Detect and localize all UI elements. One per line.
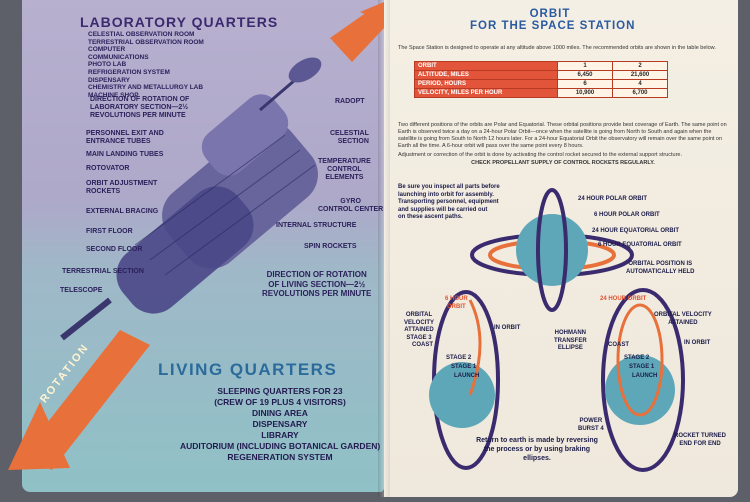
lab-room: CHEMISTRY AND METALLURGY LAB [88, 84, 204, 92]
six-hour-orbit-label: 6 HOUR ORBIT [445, 296, 468, 310]
orbital-velocity-right-label: ORBITAL VELOCITY ATTAINED [654, 312, 712, 326]
row-label: ORBIT [414, 61, 558, 71]
living-item: REGENERATION SYSTEM [227, 452, 333, 462]
table-row: ORBIT 1 2 [414, 61, 668, 71]
table-row: ALTITUDE, MILES 6,450 21,600 [414, 70, 668, 80]
lab-room: PHOTO LAB [88, 61, 127, 69]
space-station-illustration [60, 57, 322, 341]
rocket-turned-label: ROCKET TURNED END FOR END [674, 433, 726, 447]
orbit-intro: The Space Station is designed to operate… [398, 45, 716, 51]
inspect-note: Be sure you inspect all parts before lau… [398, 184, 500, 220]
row-label: ALTITUDE, MILES [414, 70, 558, 80]
living-quarters-title: LIVING QUARTERS [158, 360, 338, 379]
spin-rockets-label: SPIN ROCKETS [304, 243, 357, 250]
booklet-spine [378, 0, 390, 497]
personnel-exit-label: PERSONNEL EXIT AND ENTRANCE TUBES [86, 130, 164, 145]
coast-left-label: COAST [412, 342, 433, 348]
orbit-title: ORBIT FOR THE SPACE STATION [470, 8, 636, 32]
orbit-1-value: 10,900 [557, 88, 613, 98]
hohmann-label: HOHMANN TRANSFER ELLIPSE [554, 330, 587, 351]
living-quarters-list: SLEEPING QUARTERS FOR 23 (CREW OF 19 PLU… [180, 386, 380, 463]
first-floor-label: FIRST FLOOR [86, 228, 133, 235]
telescope-label: TELESCOPE [60, 287, 103, 294]
living-item: DINING AREA [252, 408, 308, 418]
orbital-velocity-left-label: ORBITAL VELOCITY ATTAINED STAGE 3 [404, 312, 435, 341]
table-row: PERIOD, HOURS 6 4 [414, 79, 668, 89]
orbit-1-value: 6,450 [557, 70, 613, 80]
stages-right-label: STAGE 2 STAGE 1 LAUNCH [624, 355, 658, 379]
ascent-diagram-left [429, 290, 500, 470]
in-orbit-right-label: IN ORBIT [684, 340, 711, 346]
arrow-head-bottom [8, 402, 70, 470]
main-landing-tubes-label: MAIN LANDING TUBES [86, 151, 164, 158]
lab-room: TERRESTRIAL OBSERVATION ROOM [88, 38, 204, 46]
label-6h-equatorial: 6 HOUR EQUATORIAL ORBIT [598, 242, 682, 248]
para-check-propellant: CHECK PROPELLANT SUPPLY OF CONTROL ROCKE… [471, 160, 655, 166]
external-bracing-label: EXTERNAL BRACING [86, 208, 159, 215]
orbital-position-note: ORBITAL POSITION IS AUTOMATICALLY HELD [626, 261, 695, 275]
coast-right-label: COAST [608, 342, 629, 348]
lab-room: CELESTIAL OBSERVATION ROOM [88, 31, 195, 38]
return-note: Return to earth is made by reversing the… [476, 437, 598, 462]
twenty-four-hour-orbit-label: 24 HOUR ORBIT [600, 296, 647, 302]
laboratory-quarters-title: LABORATORY QUARTERS [80, 14, 279, 30]
lab-room: DISPENSARY [88, 76, 131, 84]
lab-room: MACHINE SHOP [88, 91, 139, 99]
arrow-head-top [360, 2, 384, 22]
in-orbit-left-label: IN ORBIT [494, 325, 521, 331]
rotovator-label: ROTOVATOR [86, 165, 130, 172]
second-floor-label: SECOND FLOOR [86, 246, 143, 253]
orbit-body-text: Two different positions of the orbits ar… [398, 122, 728, 167]
orbit-2-value: 21,600 [612, 70, 668, 80]
radopt-label: RADOPT [335, 98, 365, 105]
para-adjustment: Adjustment or correction of the orbit is… [398, 152, 683, 158]
orbit-2-value: 2 [612, 61, 668, 71]
living-item: AUDITORIUM (INCLUDING BOTANICAL GARDEN) [180, 441, 381, 451]
lab-rooms-list: CELESTIAL OBSERVATION ROOM TERRESTRIAL O… [88, 31, 204, 99]
row-label: VELOCITY, MILES PER HOUR [414, 88, 558, 98]
rotation-arrow-top [330, 10, 384, 62]
living-item: DISPENSARY [252, 419, 308, 429]
orbit-diagram-top [470, 188, 634, 312]
orbit-2-value: 6,700 [612, 88, 668, 98]
orbit-adjustment-label: ORBIT ADJUSTMENT ROCKETS [86, 180, 158, 195]
living-item: LIBRARY [261, 430, 299, 440]
orbit-1-value: 6 [557, 79, 613, 89]
orbit-1-value: 1 [557, 61, 613, 71]
label-24h-equatorial: 24 HOUR EQUATORIAL ORBIT [592, 228, 680, 234]
terrestrial-section-label: TERRESTRIAL SECTION [62, 268, 144, 275]
living-item: SLEEPING QUARTERS FOR 23 [217, 386, 343, 396]
living-item: (CREW OF 19 PLUS 4 VISITORS) [214, 397, 346, 407]
lab-room: COMMUNICATIONS [88, 53, 149, 61]
temperature-control-label: TEMPERATURE CONTROL ELEMENTS [318, 158, 371, 181]
row-label: PERIOD, HOURS [414, 79, 558, 89]
internal-structure-label: INTERNAL STRUCTURE [276, 222, 357, 229]
gyro-control-label: GYRO CONTROL CENTER [318, 198, 384, 213]
direction-rotation-lab-label: DIRECTION OF ROTATION OF LABORATORY SECT… [90, 96, 190, 119]
label-24h-polar: 24 HOUR POLAR ORBIT [578, 196, 648, 202]
orbit-2-value: 4 [612, 79, 668, 89]
lab-room: COMPUTER [88, 46, 126, 54]
stages-left-label: STAGE 2 STAGE 1 LAUNCH [446, 355, 480, 379]
celestial-section-label: CELESTIAL SECTION [330, 130, 369, 145]
table-row: VELOCITY, MILES PER HOUR 10,900 6,700 [414, 88, 668, 98]
direction-rotation-living-label: DIRECTION OF ROTATION OF LIVING SECTION—… [262, 270, 372, 298]
para-orbit-positions: Two different positions of the orbits ar… [398, 122, 727, 149]
power-burst-label: POWER BURST 4 [578, 418, 604, 432]
orbit-table: ORBIT 1 2 ALTITUDE, MILES 6,450 21,600 P… [414, 61, 668, 98]
ascent-diagram-right [601, 288, 685, 472]
label-6h-polar: 6 HOUR POLAR ORBIT [594, 212, 660, 218]
lab-room: REFRIGERATION SYSTEM [88, 68, 170, 76]
